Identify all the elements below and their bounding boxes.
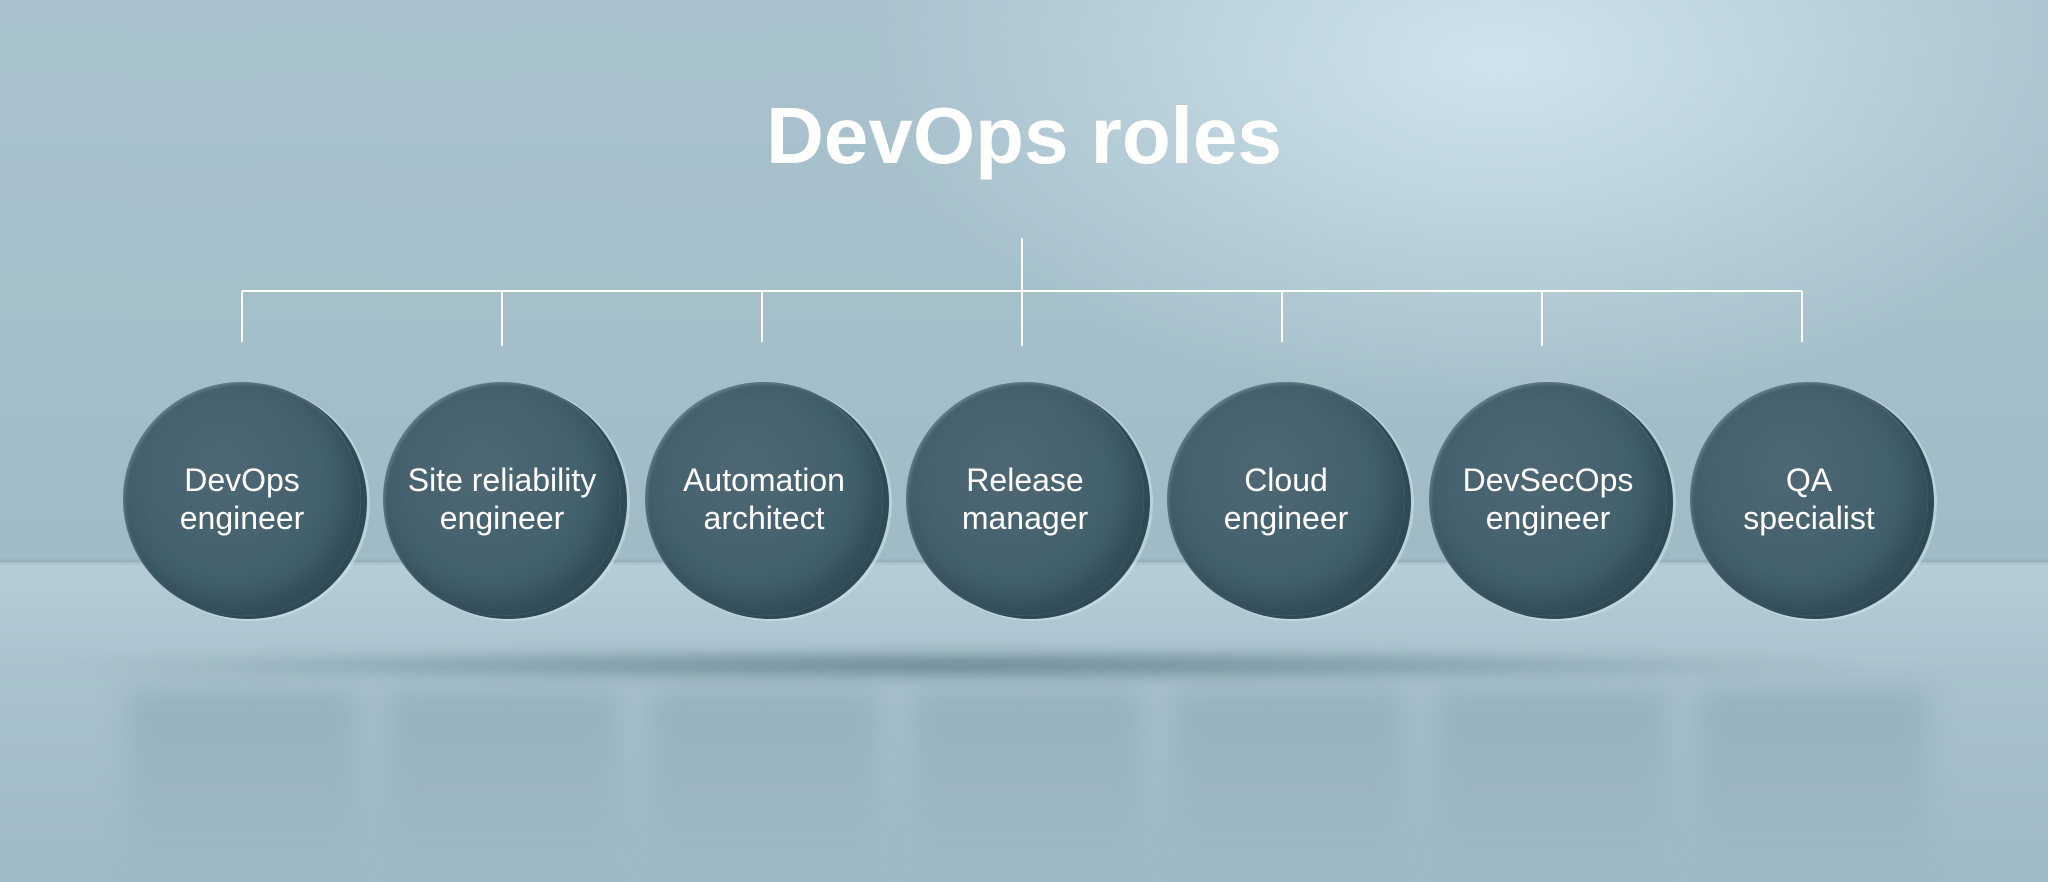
role-label: DevOps engineer — [179, 462, 305, 536]
role-node-qa-specialist: QA specialist — [1690, 382, 1928, 616]
role-node-devsecops-engineer: DevSecOps engineer — [1429, 382, 1667, 616]
reflection — [1698, 690, 1928, 880]
role-label: Release manager — [961, 462, 1089, 536]
reflection — [650, 690, 880, 880]
ground-shadow — [40, 648, 1880, 682]
reflection — [388, 690, 618, 880]
role-node-release-manager: Release manager — [906, 382, 1144, 616]
role-node-cloud-engineer: Cloud engineer — [1167, 382, 1405, 616]
reflection — [1174, 690, 1404, 880]
role-label: Cloud engineer — [1223, 462, 1349, 536]
reflection — [1436, 690, 1666, 880]
reflection — [912, 690, 1142, 880]
role-label: Site reliability engineer — [407, 462, 597, 536]
role-node-devops-engineer: DevOps engineer — [123, 382, 361, 616]
page-title: DevOps roles — [766, 91, 1282, 180]
reflection — [128, 690, 358, 880]
role-label: Automation architect — [683, 462, 845, 536]
role-node-automation-architect: Automation architect — [645, 382, 883, 616]
role-node-site-reliability-engineer: Site reliability engineer — [383, 382, 621, 616]
role-label: DevSecOps engineer — [1462, 462, 1634, 536]
role-label: QA specialist — [1743, 462, 1875, 536]
